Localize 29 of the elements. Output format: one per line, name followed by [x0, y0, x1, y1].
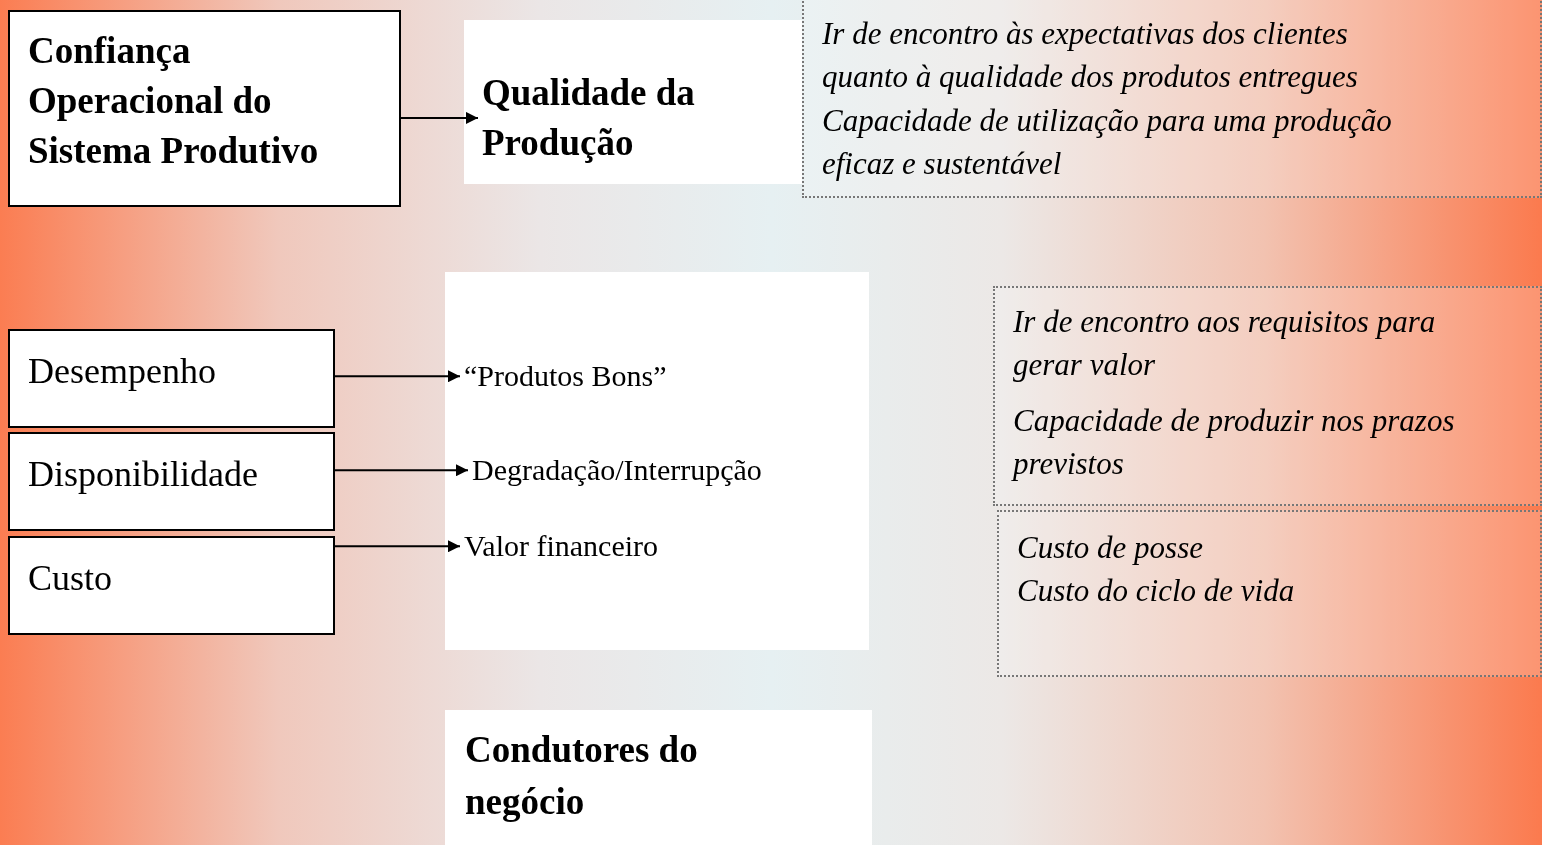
arrow — [332, 540, 461, 553]
arrow — [398, 111, 479, 124]
node-text: Capacidade de utilização para uma produção eficaz e sustentável — [822, 101, 1393, 184]
node-text: Desempenho — [28, 350, 217, 393]
driver-box — [8, 536, 335, 635]
driver-box — [8, 329, 335, 428]
outcome-text: Valor financeiro — [464, 528, 659, 564]
heading-box — [464, 20, 802, 184]
node-text: Ir de encontro aos requisitos para gerar valor — [1013, 303, 1437, 385]
node-text: Confiança Operacional do Sistema Produtivo — [28, 29, 320, 173]
outcome-text: Degradação/Interrupção — [472, 452, 762, 488]
node-text: Capacidade de produzir nos prazos previstos — [1013, 401, 1456, 484]
node-text: Custo do ciclo de vida — [1017, 572, 1296, 611]
node-text: Custo — [28, 557, 114, 600]
node-text: Ir de encontro às expectativas dos clientes quanto à qualidade dos produtos entregues — [822, 15, 1359, 97]
node-text: Custo de posse — [1017, 529, 1204, 567]
title-box — [8, 10, 401, 207]
panel-background — [445, 272, 869, 650]
description-box — [802, 0, 1542, 198]
heading-box — [445, 710, 872, 845]
driver-box — [8, 432, 335, 531]
description-box — [997, 510, 1542, 677]
node-text: Condutores do negócio — [465, 728, 699, 824]
arrow — [332, 370, 461, 383]
outcome-text: “Produtos Bons” — [464, 358, 667, 394]
node-text: Disponibilidade — [28, 453, 259, 496]
description-box — [993, 286, 1542, 506]
arrow — [332, 464, 469, 477]
node-text: Qualidade da Produção — [482, 71, 696, 165]
